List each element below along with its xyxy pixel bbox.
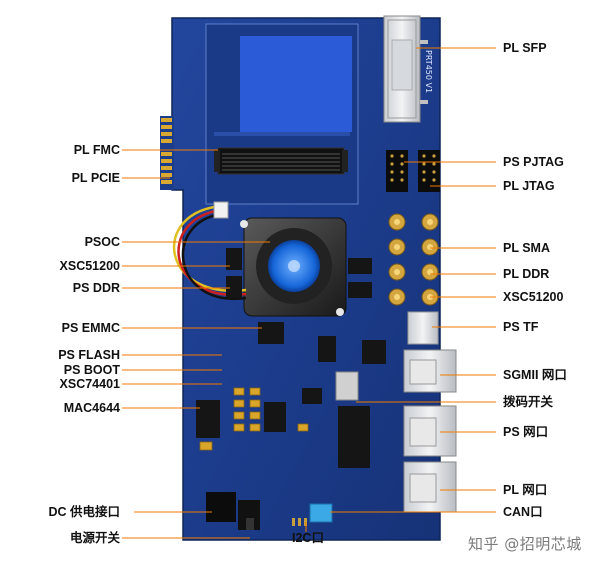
can-connector: [309, 503, 333, 523]
label-psoc: PSOC: [84, 235, 120, 249]
label-ps-emmc: PS EMMC: [61, 321, 120, 335]
label-pl-sma: PL SMA: [503, 241, 550, 255]
label-pl-fmc: PL FMC: [73, 143, 120, 157]
label-mac4644: MAC4644: [63, 401, 120, 415]
label-pl-pcie: PL PCIE: [71, 171, 120, 185]
label-i2c-port: I2C口: [292, 531, 324, 545]
fmc-connector: [214, 147, 348, 175]
label-xsc51200-right: XSC51200: [503, 290, 564, 304]
label-sgmii-port: SGMII 网口: [503, 368, 567, 382]
label-ps-ethernet-port: PS 网口: [503, 425, 549, 439]
tf-slot: [407, 311, 439, 345]
label-pl-sfp: PL SFP: [503, 41, 547, 55]
pcie-gold-fingers: [160, 116, 174, 190]
label-ps-pjtag: PS PJTAG: [503, 155, 564, 169]
label-ps-flash: PS FLASH: [58, 348, 120, 362]
power-switch: [238, 500, 260, 530]
label-dip-switch: 拨码开关: [503, 395, 554, 409]
label-ps-boot: PS BOOT: [63, 363, 120, 377]
label-power-switch: 电源开关: [69, 531, 120, 545]
label-ps-tf: PS TF: [503, 320, 539, 334]
cooling-fan: [243, 217, 347, 317]
label-xsc51200-left: XSC51200: [59, 259, 120, 273]
label-can-port: CAN口: [503, 505, 543, 519]
jtag-headers: [386, 150, 440, 192]
dc-jack: [206, 492, 236, 522]
i2c-header: [292, 518, 307, 526]
leader-lines: [122, 47, 496, 539]
sfp-cage: [383, 15, 428, 123]
dip-switch: [335, 371, 359, 401]
label-xsc74401: XSC74401: [59, 377, 120, 391]
sma-connectors: [388, 213, 439, 306]
chips: [196, 248, 386, 468]
label-dc-power-jack: DC 供电接口: [48, 505, 120, 519]
fmc-heat-pad: [240, 36, 352, 132]
label-pl-ethernet-port: PL 网口: [503, 483, 548, 497]
label-ps-ddr: PS DDR: [72, 281, 120, 295]
label-pl-ddr: PL DDR: [503, 267, 550, 281]
board-silkscreen: PRT450 V1: [424, 50, 433, 93]
rj45-ports: [403, 349, 457, 513]
tantalum-capacitors: [199, 387, 309, 451]
watermark: 知乎 @招明芯城: [468, 535, 582, 553]
label-pl-jtag: PL JTAG: [503, 179, 555, 193]
fan-wires: [172, 204, 247, 301]
